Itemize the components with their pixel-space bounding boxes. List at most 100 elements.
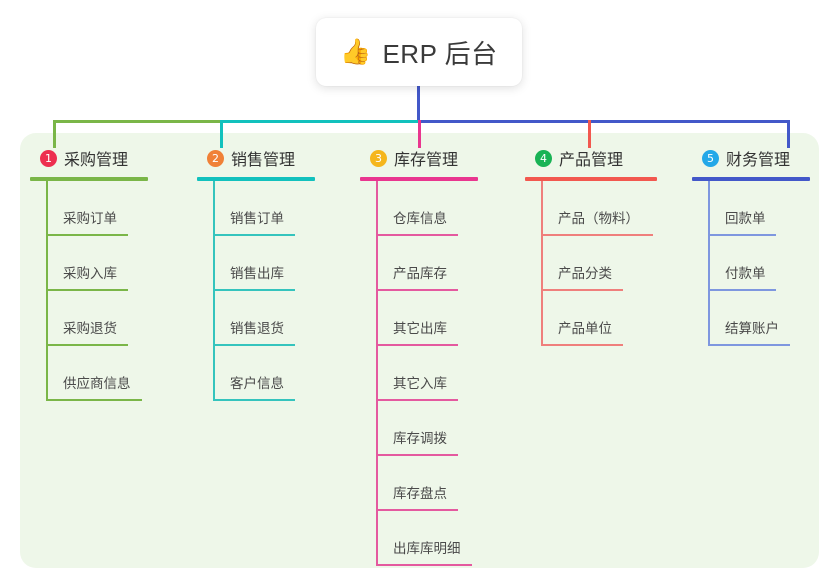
list-item[interactable]: 销售出库 — [197, 236, 315, 291]
leaf-spine — [376, 236, 378, 291]
leaf-underline — [46, 344, 128, 346]
leaf-spine — [376, 401, 378, 456]
list-item[interactable]: 采购订单 — [30, 181, 148, 236]
column-badge-3: 3 — [370, 149, 387, 167]
leaf-underline — [708, 344, 790, 346]
leaf-spine — [46, 291, 48, 346]
leaf-spine — [376, 291, 378, 346]
root-title-card[interactable]: 👍 ERP 后台 — [316, 18, 522, 86]
connector-drop-2 — [220, 120, 223, 148]
column-badge-2: 2 — [207, 149, 224, 167]
leaf-underline — [46, 289, 128, 291]
leaf-label: 产品（物料） — [558, 211, 639, 226]
leaf-label: 产品分类 — [558, 266, 612, 281]
list-item[interactable]: 产品单位 — [525, 291, 657, 346]
leaf-spine — [708, 291, 710, 346]
list-item[interactable]: 采购退货 — [30, 291, 148, 346]
leaf-label: 出库库明细 — [393, 541, 461, 556]
leaf-spine — [213, 236, 215, 291]
list-item[interactable]: 销售退货 — [197, 291, 315, 346]
list-item[interactable]: 客户信息 — [197, 346, 315, 401]
leaf-spine — [541, 236, 543, 291]
column-title-5: 财务管理 — [726, 152, 791, 169]
leaf-label: 回款单 — [725, 211, 766, 226]
column-badge-5: 5 — [702, 149, 719, 167]
leaf-label: 销售退货 — [230, 321, 284, 336]
connector-bus-segment-3 — [418, 120, 790, 123]
leaf-list-2: 销售订单销售出库销售退货客户信息 — [197, 181, 315, 401]
list-item[interactable]: 库存调拨 — [360, 401, 478, 456]
list-item[interactable]: 付款单 — [692, 236, 810, 291]
column-库存管理: 3 库存管理仓库信息产品库存其它出库其它入库库存调拨库存盘点出库库明细 — [360, 146, 478, 566]
connector-drop-3 — [418, 120, 421, 148]
connector-drop-4 — [588, 120, 591, 148]
leaf-label: 采购入库 — [63, 266, 117, 281]
leaf-underline — [708, 234, 776, 236]
leaf-label: 销售订单 — [230, 211, 284, 226]
list-item[interactable]: 仓库信息 — [360, 181, 478, 236]
column-header-3[interactable]: 3 库存管理 — [360, 146, 478, 170]
leaf-underline — [376, 344, 458, 346]
leaf-label: 其它入库 — [393, 376, 447, 391]
list-item[interactable]: 销售订单 — [197, 181, 315, 236]
leaf-spine — [46, 181, 48, 236]
column-title-4: 产品管理 — [559, 152, 624, 169]
leaf-spine — [46, 236, 48, 291]
leaf-label: 产品库存 — [393, 266, 447, 281]
list-item[interactable]: 回款单 — [692, 181, 810, 236]
list-item[interactable]: 供应商信息 — [30, 346, 148, 401]
leaf-list-5: 回款单付款单结算账户 — [692, 181, 810, 346]
leaf-underline — [213, 234, 295, 236]
leaf-spine — [213, 346, 215, 401]
list-item[interactable]: 采购入库 — [30, 236, 148, 291]
leaf-spine — [541, 291, 543, 346]
leaf-list-1: 采购订单采购入库采购退货供应商信息 — [30, 181, 148, 401]
leaf-label: 结算账户 — [725, 321, 779, 336]
leaf-label: 采购订单 — [63, 211, 117, 226]
leaf-spine — [213, 291, 215, 346]
leaf-spine — [708, 181, 710, 236]
leaf-underline — [46, 399, 142, 401]
column-title-1: 采购管理 — [64, 152, 129, 169]
leaf-underline — [541, 344, 623, 346]
leaf-label: 库存盘点 — [393, 486, 447, 501]
leaf-list-4: 产品（物料） 产品分类产品单位 — [525, 181, 657, 346]
leaf-spine — [708, 236, 710, 291]
list-item[interactable]: 产品分类 — [525, 236, 657, 291]
leaf-underline — [376, 454, 458, 456]
list-item[interactable]: 其它入库 — [360, 346, 478, 401]
leaf-label: 仓库信息 — [393, 211, 447, 226]
list-item[interactable]: 产品库存 — [360, 236, 478, 291]
column-rule-1 — [30, 177, 148, 181]
connector-stem — [417, 86, 420, 123]
leaf-spine — [376, 181, 378, 236]
leaf-label: 库存调拨 — [393, 431, 447, 446]
leaf-underline — [213, 344, 295, 346]
list-item[interactable]: 结算账户 — [692, 291, 810, 346]
column-rule-3 — [360, 177, 478, 181]
list-item[interactable]: 产品（物料） — [525, 181, 657, 236]
leaf-label: 付款单 — [725, 266, 766, 281]
leaf-underline — [376, 509, 458, 511]
leaf-spine — [376, 346, 378, 401]
leaf-label: 产品单位 — [558, 321, 612, 336]
thumbs-up-icon: 👍 — [340, 37, 372, 66]
connector-bus-segment-1 — [53, 120, 223, 123]
connector-drop-1 — [53, 120, 56, 148]
leaf-underline — [213, 289, 295, 291]
column-rule-5 — [692, 177, 810, 181]
list-item[interactable]: 其它出库 — [360, 291, 478, 346]
leaf-spine — [213, 181, 215, 236]
leaf-underline — [708, 289, 776, 291]
column-header-5[interactable]: 5 财务管理 — [692, 146, 810, 170]
list-item[interactable]: 出库库明细 — [360, 511, 478, 566]
leaf-label: 供应商信息 — [63, 376, 131, 391]
list-item[interactable]: 库存盘点 — [360, 456, 478, 511]
column-title-3: 库存管理 — [394, 152, 459, 169]
leaf-label: 采购退货 — [63, 321, 117, 336]
